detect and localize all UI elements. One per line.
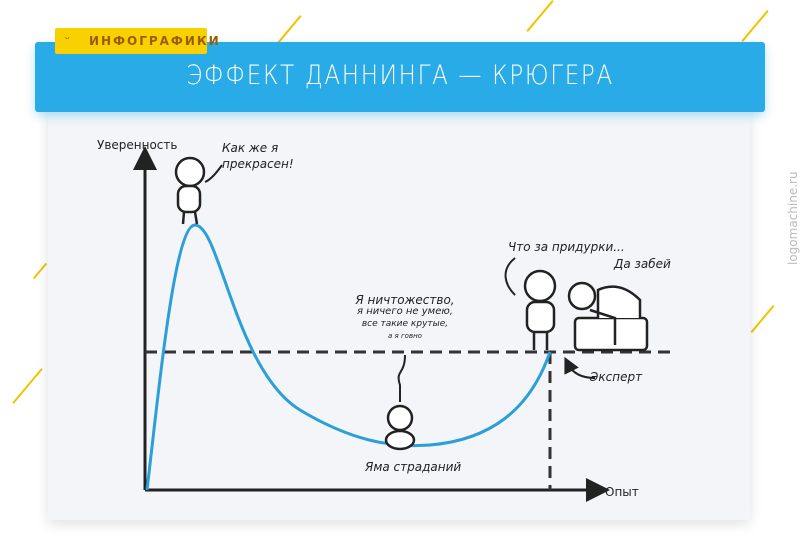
category-tag[interactable]: ᵕ ИНФОГРАФИКИ [55,28,219,54]
expert-quote-pointer [504,257,516,296]
expert-character [523,269,557,350]
confidence-curve [145,223,552,491]
pit-character [384,404,416,451]
y-axis-label: Уверенность [97,138,178,152]
pit-quote: Я ничтожество, я ничего не умею, все так… [355,293,455,340]
sofa-quote: Да забей [614,257,671,271]
pit-pointer [397,354,406,402]
expert-quote: Что за придурки... [508,240,625,254]
pit-label: Яма страданий [365,460,462,474]
peak-character [174,156,206,225]
peak-quote-pointer [204,164,223,183]
sofa-character [567,281,649,352]
x-axis-label: Опыт [605,485,639,499]
tag-label: ИНФОГРАФИКИ [89,34,221,48]
page-title: ЭФФЕКТ ДАННИНГА — КРЮГЕРА [186,60,614,91]
smile-icon: ᵕ [65,32,70,46]
expert-pointer [564,356,596,379]
expert-label: Эксперт [590,370,643,384]
